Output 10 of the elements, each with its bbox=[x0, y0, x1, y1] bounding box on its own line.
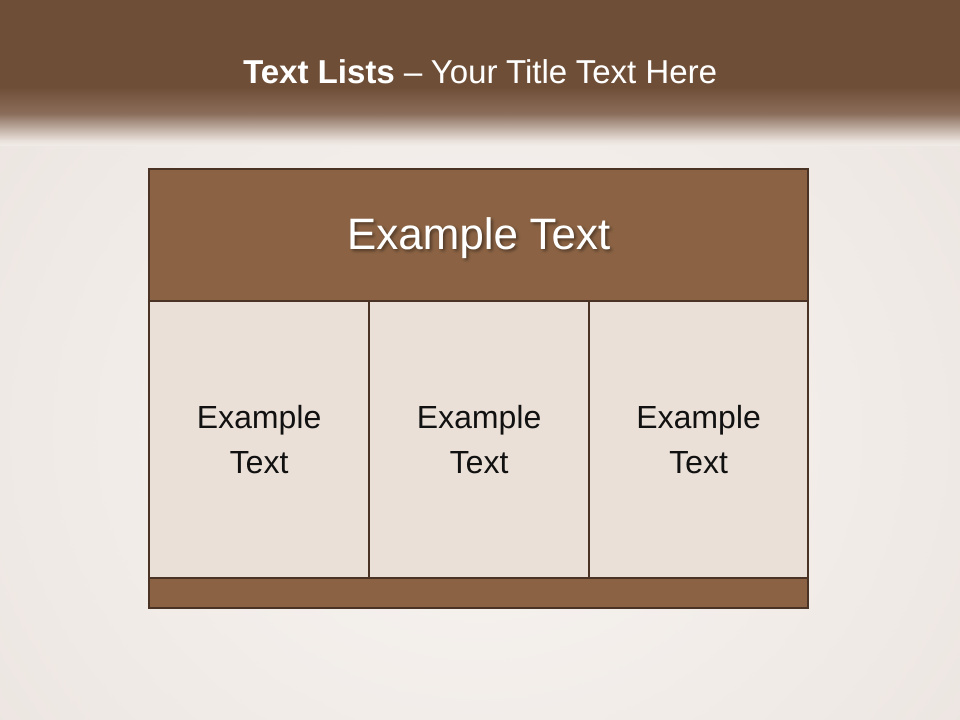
slide-title: Text Lists – Your Title Text Here bbox=[243, 53, 717, 91]
node-text: Example Text bbox=[416, 398, 542, 482]
node-text: Example Text bbox=[196, 398, 322, 482]
text-box bbox=[368, 300, 590, 579]
text-box bbox=[148, 300, 370, 579]
node-text: Example Text bbox=[346, 210, 610, 260]
header-box bbox=[148, 168, 809, 302]
node-text: Example Text bbox=[635, 398, 762, 482]
text-box bbox=[588, 300, 809, 579]
footer-bar bbox=[148, 577, 809, 609]
